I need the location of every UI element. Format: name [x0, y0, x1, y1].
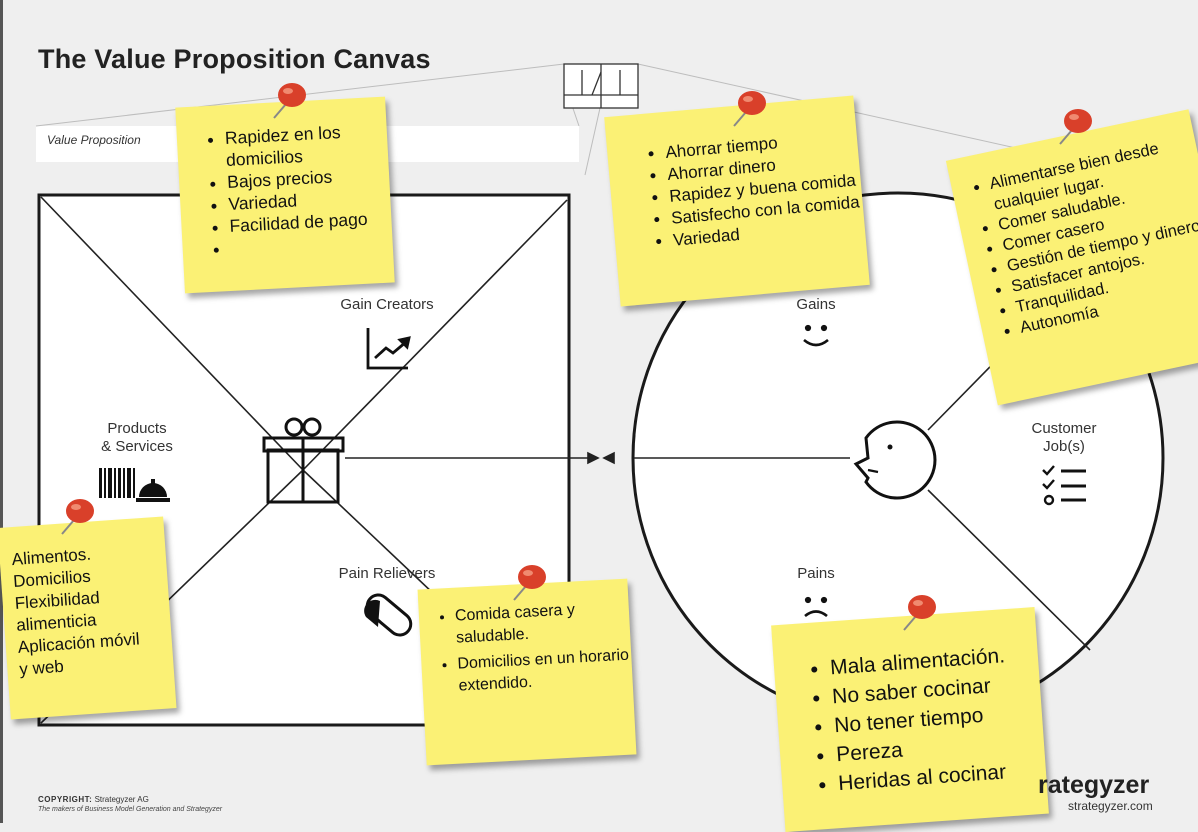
sticky-note-gain-creators[interactable]: Rapidez en los domicilios Bajos precios … [175, 96, 395, 294]
customer-face-icon [853, 420, 937, 500]
pushpin-icon [513, 565, 546, 601]
frown-icon [804, 596, 828, 618]
chart-up-icon [366, 328, 411, 370]
jobs-label: Job(s) [1043, 438, 1085, 455]
copyright: COPYRIGHT: Strategyzer AG [38, 795, 149, 804]
sticky-note-products[interactable]: Alimentos. Domicilios Flexibilidad alime… [0, 516, 177, 720]
pushpin-icon [903, 595, 936, 631]
fit-arrows [345, 451, 615, 465]
left-edge [0, 0, 3, 823]
checklist-icon [1042, 465, 1086, 506]
sticky-note-pains[interactable]: Mala alimentación. No saber cocinar No t… [771, 607, 1049, 832]
pushpin-icon [733, 91, 766, 127]
pushpin-icon [273, 83, 306, 119]
products-services-label: Products & Services [86, 420, 188, 456]
pushpin-icon [1059, 109, 1092, 145]
smiley-icon [803, 324, 829, 347]
customer-jobs-label: Customer Job(s) [1012, 420, 1116, 456]
page-title: The Value Proposition Canvas [38, 44, 431, 74]
pain-relievers-label: Pain Relievers [338, 565, 436, 582]
copyright-label: COPYRIGHT: [38, 795, 93, 804]
pushpin-icon [61, 499, 94, 535]
footer-tagline: The makers of Business Model Generation … [38, 806, 223, 813]
sticky-note-pain-relievers[interactable]: Comida casera y saludable. Domicilios en… [417, 578, 637, 766]
value-proposition-label: Value Proposition [47, 133, 141, 147]
pains-label: Pains [797, 565, 835, 582]
gain-creators-label: Gain Creators [340, 296, 434, 313]
gift-icon [262, 417, 345, 504]
pill-icon [364, 593, 413, 637]
mini-canvas-icon [563, 63, 639, 109]
gains-label: Gains [796, 296, 836, 313]
barcode-icon [99, 468, 135, 498]
service-bell-icon [136, 479, 170, 502]
note-item: Domicilios en un horario extendido. [457, 645, 633, 698]
products-label: Products [107, 420, 167, 437]
services-label: & Services [101, 438, 173, 455]
copyright-owner: Strategyzer AG [92, 795, 149, 804]
guide-line-right-inner [584, 107, 601, 176]
customer-label: Customer [1031, 420, 1097, 437]
brand-url[interactable]: strategyzer.com [1068, 799, 1153, 813]
brand-logo: rategyzer [1038, 771, 1150, 799]
